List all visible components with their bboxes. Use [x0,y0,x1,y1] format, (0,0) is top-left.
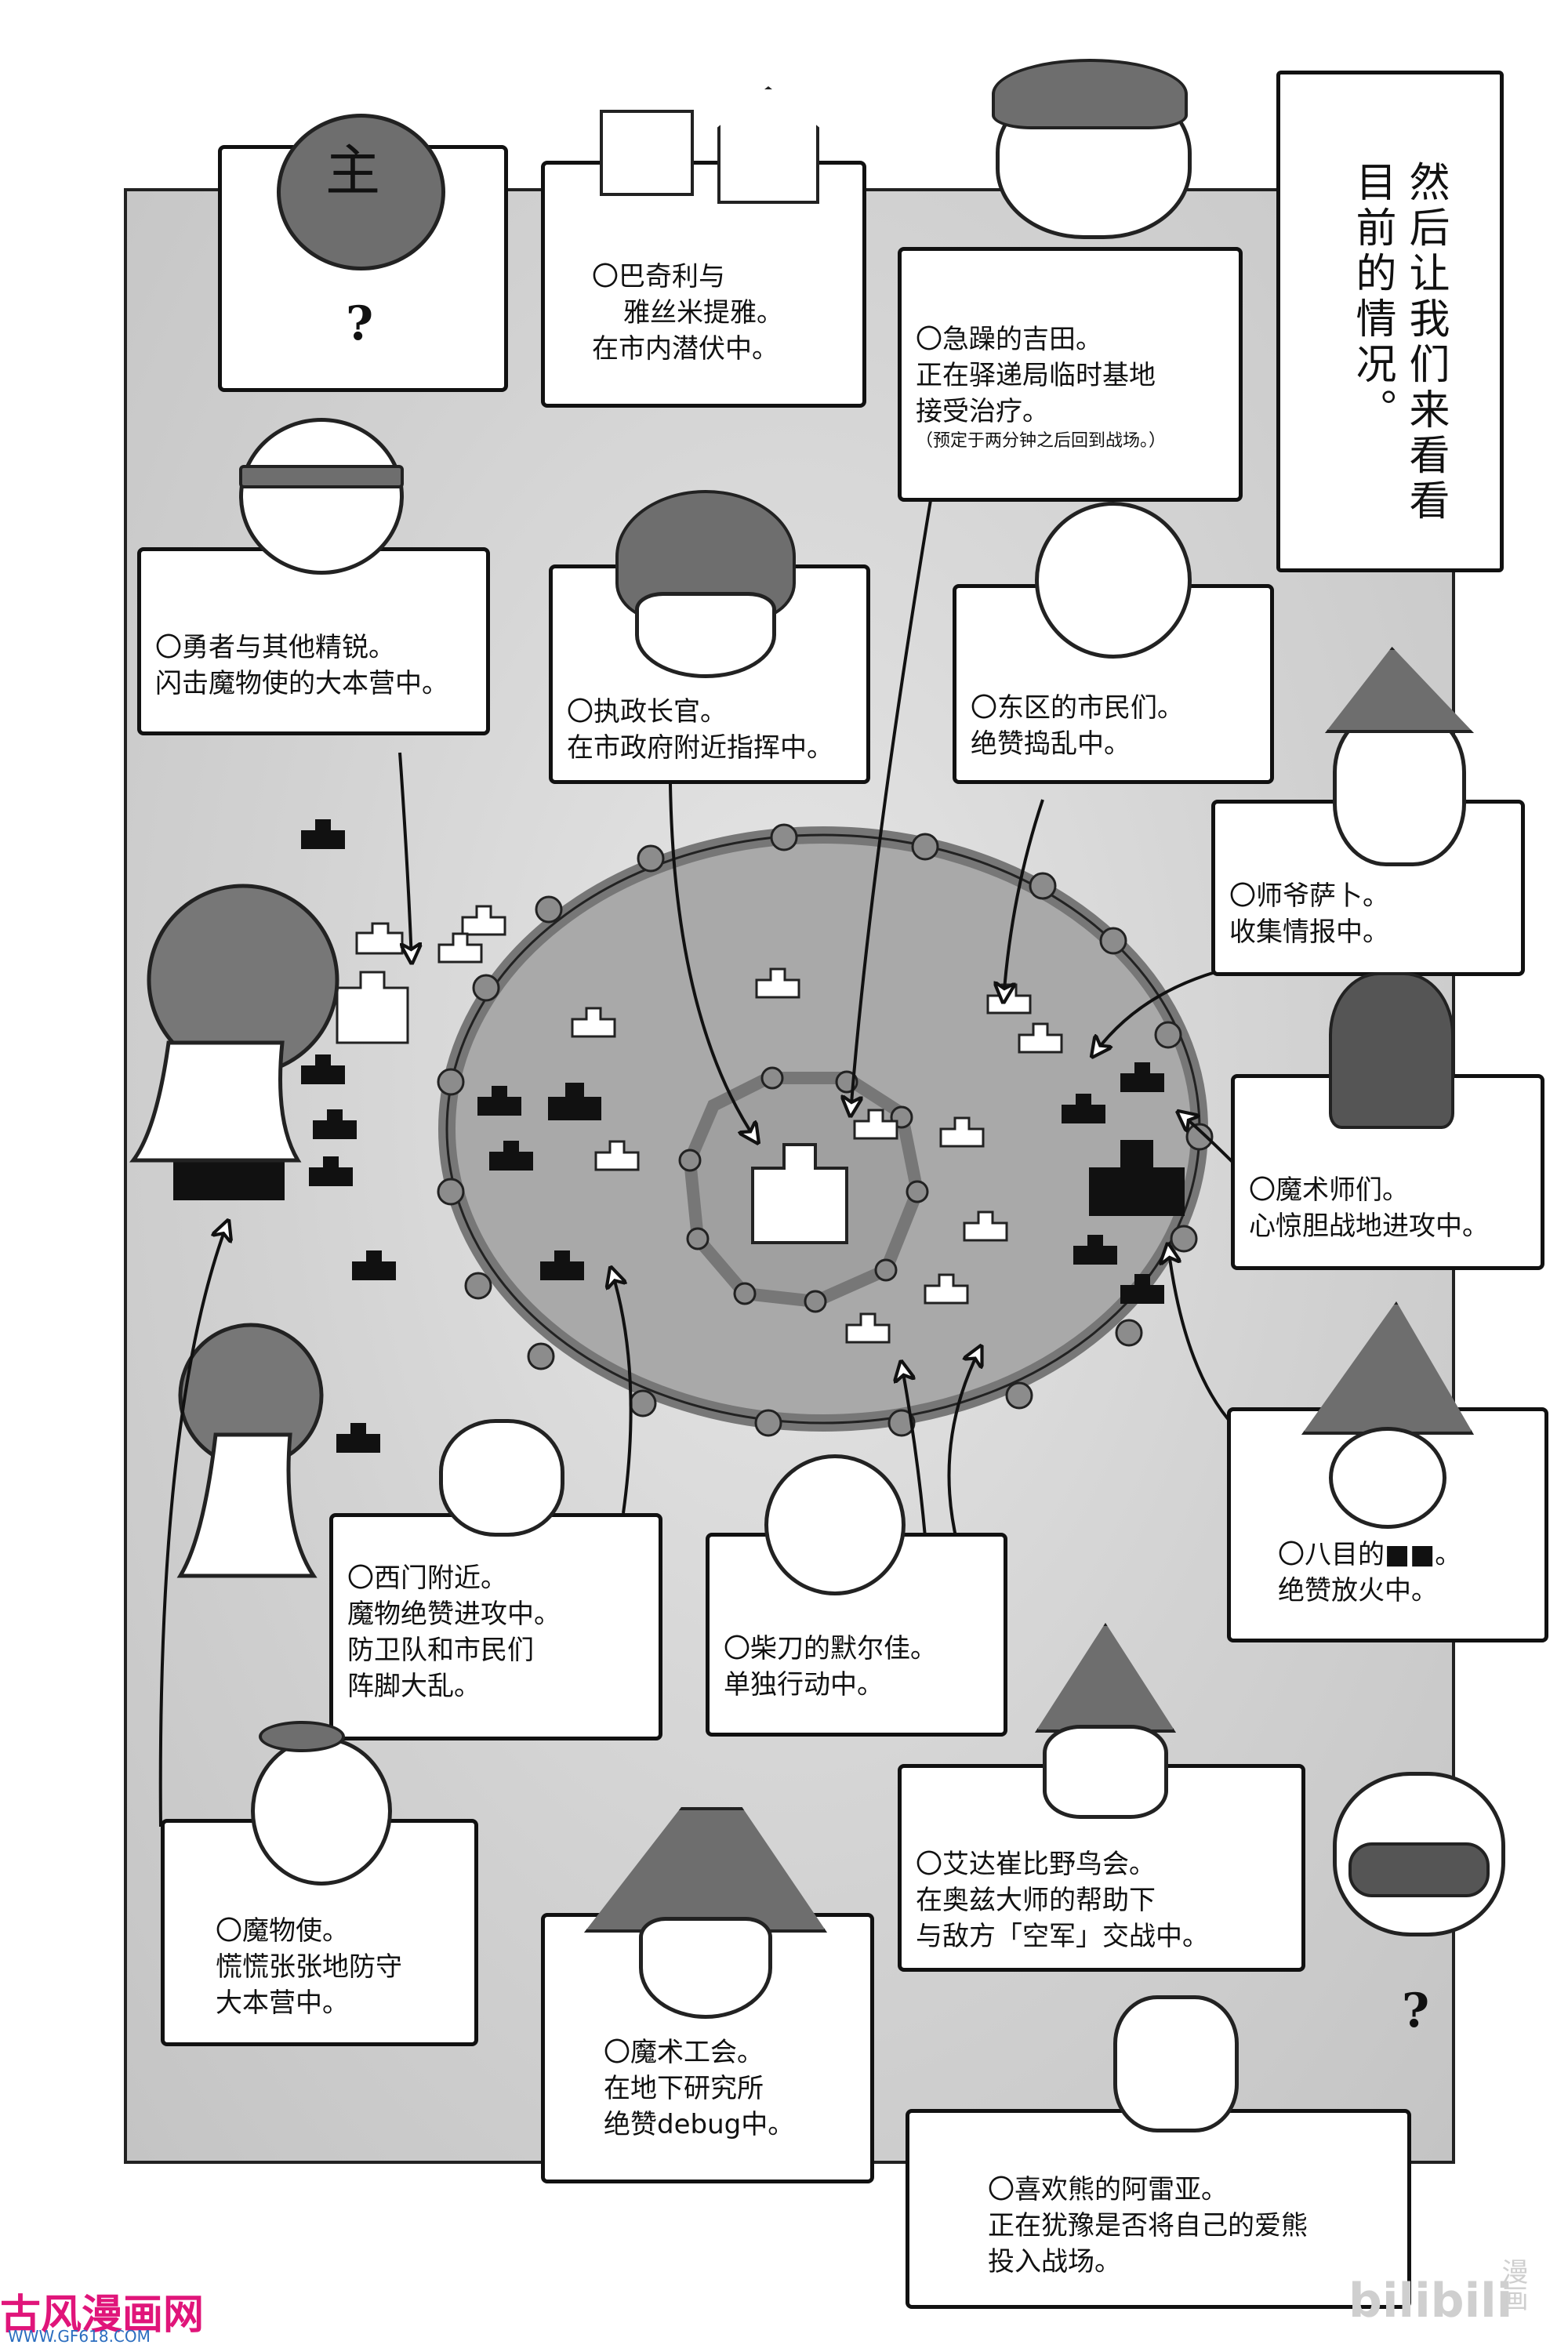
yoshida-line-3: 接受治疗。 [916,396,1049,427]
site-watermark: 古风漫画网 [0,2292,205,2339]
bird-club-line-3: 与敌方「空军」交战中。 [916,1921,1209,1952]
bakili-horned-hat-icon [600,110,694,196]
yoshida-note: （预定于两分钟之后回到战场。） [916,431,1167,451]
sabu-box: 〇师爷萨卜。 收集情报中。 [1211,647,1525,976]
bakili-line-2: 雅丝米提雅。 [623,297,783,328]
west-gate-line-1: 〇西门附近。 [347,1563,507,1594]
merja-line-2: 单独行动中。 [724,1669,884,1700]
mages-box: 〇魔术师们。 心惊胆战地进攻中。 [1231,972,1544,1270]
tomato-head [277,114,445,270]
yoshida-line-2: 正在驿递局临时基地 [916,360,1156,391]
alea-head [1113,1995,1239,2132]
lord-box: 主 ? [218,114,508,392]
guild-line-3: 绝赞debug中。 [604,2109,795,2140]
bilibili-sub: 漫画 [1497,2258,1528,2311]
governor-line-2: 在市政府附近指挥中。 [567,732,833,764]
yoshida-box: 〇急躁的吉田。 正在驿递局临时基地 接受治疗。 （预定于两分钟之后回到战场。） [898,59,1243,502]
tamer-beret-icon [259,1721,345,1752]
alea-line-1: 〇喜欢熊的阿雷亚。 [988,2174,1228,2205]
governor-line-1: 〇执政长官。 [567,696,727,728]
title-line-2: 目前的情况。 [1348,161,1396,434]
tamer-line-1: 〇魔物使。 [216,1915,349,1947]
mages-line-2: 心惊胆战地进攻中。 [1249,1210,1489,1242]
lord-question: ? [346,296,374,351]
west-gate-box: 〇西门附近。 魔物绝赞进攻中。 防卫队和市民们 阵脚大乱。 [329,1419,662,1740]
bird-club-line-1: 〇艾达崔比野鸟会。 [916,1849,1156,1880]
alea-line-2: 正在犹豫是否将自己的爱熊 [988,2210,1308,2241]
guild-box: 〇魔术工会。 在地下研究所 绝赞debug中。 [541,1807,874,2183]
title-box: 然后让我们来看看 目前的情况。 [1276,71,1504,572]
east-citizens-line-2: 绝赞捣乱中。 [971,728,1131,760]
bird-club-box: 〇艾达崔比野鸟会。 在奥兹大师的帮助下 与敌方「空军」交战中。 [898,1623,1305,1972]
east-citizens-line-1: 〇东区的市民们。 [971,692,1184,724]
yoshida-line-1: 〇急躁的吉田。 [916,324,1102,355]
west-gate-soldier-head [439,1419,564,1537]
hero-box: 〇勇者与其他精锐。 闪击魔物使的大本营中。 [137,418,490,735]
bakili-line-1: 〇巴奇利与 [592,261,725,292]
site-watermark-url: WWW.GF618.COM [8,2327,151,2346]
tamer-box: 〇魔物使。 慌慌张张地防守 大本营中。 [161,1721,478,2046]
tamer-line-2: 慌慌张张地防守 [216,1951,402,1983]
title-line-1: 然后让我们来看看 [1402,161,1449,524]
eight-eyes-line-2: 绝赞放火中。 [1278,1575,1438,1606]
arrows [158,485,1240,1828]
lord-badge: 主 [325,139,380,203]
hero-head [239,418,404,575]
bilibili-logo: bilibili [1348,2274,1513,2328]
sabu-head [1333,710,1466,866]
governor-head [635,592,776,678]
sabu-line-2: 收集情报中。 [1229,916,1389,948]
alea-box: 〇喜欢熊的阿雷亚。 正在犹豫是否将自己的爱熊 投入战场。 [906,1995,1411,2309]
inner-wall-towers [678,1066,929,1313]
tamer-head [251,1737,392,1886]
merja-box: 〇柴刀的默尔佳。 单独行动中。 [706,1454,1007,1737]
west-gate-line-4: 阵脚大乱。 [347,1671,481,1702]
yoshida-cap-icon [992,59,1188,129]
tamer-line-3: 大本营中。 [216,1987,349,2019]
guild-line-2: 在地下研究所 [604,2073,764,2104]
bird-club-line-2: 在奥兹大师的帮助下 [916,1885,1156,1916]
town-hall [751,1143,848,1244]
mage-helmet-icon [1329,972,1454,1129]
west-gate-line-3: 防卫队和市民们 [347,1635,534,1666]
merja-line-1: 〇柴刀的默尔佳。 [724,1633,937,1664]
governor-box: 〇执政长官。 在市政府附近指挥中。 [549,490,870,784]
hero-line-2: 闪击魔物使的大本营中。 [155,668,448,699]
defender-buildings [336,905,1063,1344]
oz-head [1043,1725,1168,1819]
mages-line-1: 〇魔术师们。 [1249,1174,1409,1206]
alea-line-3: 投入战场。 [988,2246,1121,2278]
eight-eyes-box: 〇八目的■■。 绝赞放火中。 [1227,1301,1548,1642]
guild-line-1: 〇魔术工会。 [604,2037,764,2068]
tree-south [176,1323,324,1578]
bakili-line-3: 在市内潜伏中。 [592,333,779,365]
bunny-mask-icon [1348,1842,1490,1897]
hero-line-1: 〇勇者与其他精锐。 [155,632,395,663]
eight-eyes-line-1: 〇八目的■■。 [1278,1539,1462,1570]
merja-head [764,1454,906,1595]
tree-north [129,884,339,1163]
hero-headband-icon [239,465,404,488]
bunny-question: ? [1402,1984,1430,2038]
outer-wall-towers [437,823,1214,1437]
east-citizens-box: 〇东区的市民们。 绝赞捣乱中。 [953,502,1274,784]
eight-eyes-head [1329,1427,1446,1529]
bakili-box: 〇巴奇利与 雅丝米提雅。 在市内潜伏中。 [541,86,866,408]
east-citizen-head [1035,502,1192,659]
sabu-line-1: 〇师爷萨卜。 [1229,880,1389,912]
guild-head [639,1917,772,2019]
west-gate-line-2: 魔物绝赞进攻中。 [347,1599,561,1630]
